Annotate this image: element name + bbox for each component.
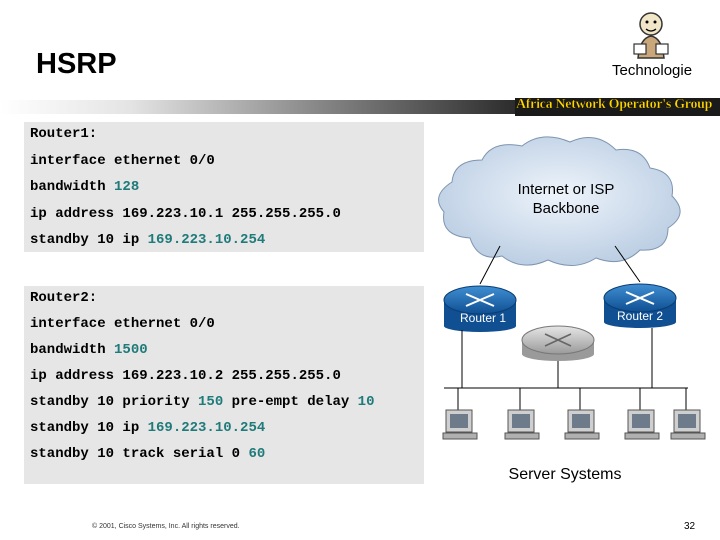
router-1-label: Router 1: [460, 311, 506, 325]
router2-preempt-label: pre-empt delay: [223, 394, 358, 410]
router2-interface-line: interface ethernet 0/0: [30, 316, 215, 332]
header-bar-dark: [515, 98, 720, 116]
server-3-icon: [564, 388, 600, 440]
router1-ip-line: ip address 169.223.10.1 255.255.255.0: [30, 206, 341, 222]
cloud-label-line1: Internet or ISP: [518, 181, 615, 198]
router1-bandwidth-value: 128: [114, 179, 140, 195]
router-2-label: Router 2: [617, 309, 663, 323]
mascot-logo: [633, 12, 669, 59]
router2-standby-line: standby 10 ip 169.223.10.254: [30, 420, 265, 436]
switch-icon: [521, 325, 595, 361]
router1-interface-line: interface ethernet 0/0: [30, 153, 215, 169]
router2-track-label: standby 10 track serial 0: [30, 446, 249, 462]
brand-name: Technologie: [612, 62, 693, 79]
router1-standby-value: 169.223.10.254: [147, 232, 266, 248]
server-1-icon: [442, 388, 478, 440]
router2-priority-value: 150: [198, 394, 224, 410]
server-systems-label: Server Systems: [509, 466, 622, 483]
router1-config-box: [24, 122, 424, 252]
router2-heading: Router2:: [30, 290, 98, 306]
router2-bandwidth-value: 1500: [114, 342, 148, 358]
router2-delay-value: 10: [357, 394, 375, 410]
header-bar-gradient: [0, 100, 520, 114]
router2-bandwidth-label: bandwidth: [30, 342, 115, 358]
router2-bandwidth-line: bandwidth 1500: [30, 342, 148, 358]
afnog-banner: Africa Network Operator's Group: [516, 97, 713, 112]
internet-cloud: [438, 136, 681, 266]
router1-bandwidth-line: bandwidth 128: [30, 179, 139, 195]
server-2-icon: [504, 388, 540, 440]
router2-priority-line: standby 10 priority 150 pre-empt delay 1…: [30, 394, 374, 410]
page-number: 32: [684, 521, 696, 532]
router1-bandwidth-label: bandwidth: [30, 179, 115, 195]
router-2-icon: [603, 283, 677, 328]
slide-title: HSRP: [36, 48, 117, 80]
router2-ip-line: ip address 169.223.10.2 255.255.255.0: [30, 368, 341, 384]
router2-standby-value: 169.223.10.254: [147, 420, 266, 436]
server-5-icon: [670, 388, 706, 440]
router2-standby-label: standby 10 ip: [30, 420, 148, 436]
copyright-notice: © 2001, Cisco Systems, Inc. All rights r…: [92, 523, 240, 530]
router1-heading: Router1:: [30, 126, 98, 142]
router2-priority-label: standby 10 priority: [30, 394, 199, 410]
router2-track-value: 60: [248, 446, 266, 462]
router1-standby-label: standby 10 ip: [30, 232, 148, 248]
router1-standby-line: standby 10 ip 169.223.10.254: [30, 232, 265, 248]
router-1-icon: [443, 285, 517, 332]
header-bar: Africa Network Operator's Group: [0, 97, 720, 117]
server-4-icon: [624, 388, 660, 440]
router2-config-box: [24, 286, 424, 484]
cloud-label-line2: Backbone: [533, 200, 600, 217]
router2-track-line: standby 10 track serial 0 60: [30, 446, 265, 462]
